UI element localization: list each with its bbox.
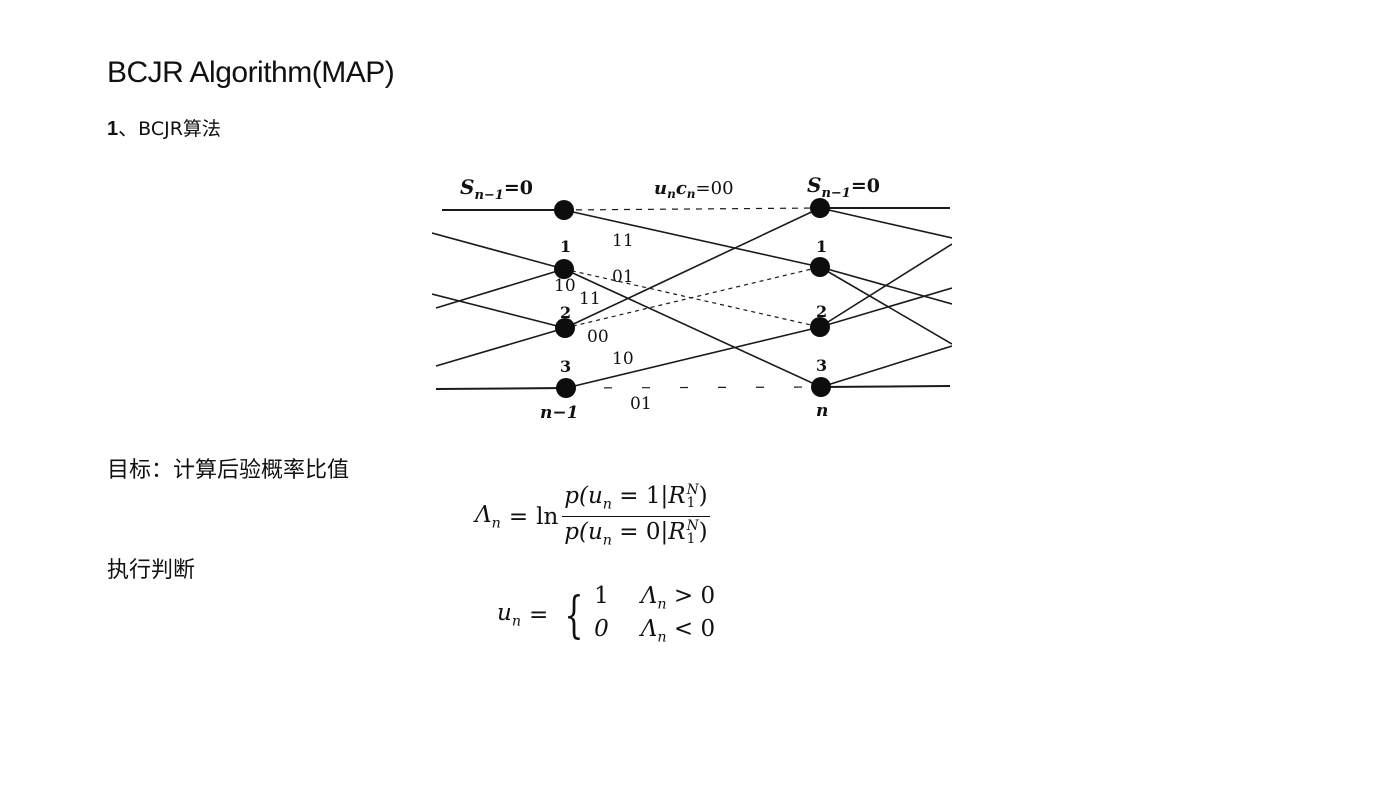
trellis-branch-label-01a: 01 <box>612 267 634 287</box>
decision-brace: { <box>564 585 584 644</box>
trellis-right-time-label: n <box>816 401 828 421</box>
trellis-edge-2-1 <box>564 266 821 329</box>
trellis-node-left-3 <box>556 378 576 398</box>
trellis-node-left-2 <box>555 318 575 338</box>
trellis-edge-0-0 <box>563 207 821 211</box>
trellis-node-left-0 <box>554 200 574 220</box>
decision-eq: = <box>529 601 549 628</box>
section-separator: 、 <box>118 116 139 140</box>
goal-text: 目标：计算后验概率比值 <box>107 458 350 483</box>
case1-value: 1 <box>594 583 609 609</box>
trellis-edge-right-stub-e <box>819 287 952 328</box>
trellis-node-right-1 <box>810 257 830 277</box>
trellis-edge-left-stub-3 <box>435 387 567 390</box>
trellis-edge-3-2 <box>565 326 821 389</box>
trellis-node-right-2 <box>810 317 830 337</box>
slide-title: BCJR Algorithm(MAP) <box>107 56 395 89</box>
trellis-branch-label-11a: 11 <box>612 231 634 251</box>
trellis-node-left-1 <box>554 259 574 279</box>
decision-text: 执行判断 <box>107 558 196 583</box>
trellis-right-state-1: 1 <box>816 237 827 256</box>
trellis-edge-right-stub-d <box>819 243 952 328</box>
case1-condition: Λn > 0 <box>640 583 716 613</box>
trellis-branch-label-11b: 11 <box>579 289 601 309</box>
trellis-edge-2-3 <box>563 268 822 388</box>
section-number: 1 <box>107 118 119 140</box>
trellis-branch-label-00: 00 <box>587 327 609 347</box>
trellis-right-state-3: 3 <box>816 356 827 375</box>
lambda-lhs: Λn <box>475 502 501 532</box>
lambda-ln: ln <box>536 503 559 530</box>
decision-cases: 1 Λn > 0 0 Λn < 0 <box>594 583 715 646</box>
case2-value: 0 <box>594 615 609 642</box>
trellis-branch-label-10a: 10 <box>554 276 576 296</box>
trellis-edge-left-stub-c <box>435 268 565 309</box>
trellis-diagram: Sn−1=0 uncn=00 Sn−1=0 1 2 3 1 2 3 11 01 … <box>432 173 952 423</box>
section-heading: 1、BCJR算法 <box>107 112 221 141</box>
trellis-branch-label-10b: 10 <box>612 349 634 369</box>
trellis-edge-right-stub-c <box>819 266 952 345</box>
trellis-right-state-2: 2 <box>816 302 827 321</box>
trellis-node-right-0 <box>810 198 830 218</box>
case2-condition: Λn < 0 <box>640 615 716 646</box>
trellis-edge-right-stub-f <box>820 345 952 388</box>
trellis-left-state-3: 3 <box>560 357 571 376</box>
trellis-edge-left-stub-b <box>432 293 566 329</box>
trellis-edge-3-3 <box>565 386 822 389</box>
trellis-left-state-2: 2 <box>560 303 571 322</box>
trellis-left-time-label: n−1 <box>540 403 578 423</box>
trellis-edge-right-stub-a <box>819 207 952 239</box>
decision-lhs: un <box>497 599 522 630</box>
decision-formula: un = { 1 Λn > 0 0 Λn < 0 <box>497 583 715 646</box>
trellis-left-header: Sn−1=0 <box>460 175 533 203</box>
trellis-edge-left-stub-a <box>432 232 565 270</box>
trellis-edge-right-stub-3 <box>820 385 951 388</box>
lambda-eq: = <box>508 503 529 530</box>
trellis-node-right-3 <box>811 377 831 397</box>
trellis-edge-0-1 <box>563 209 821 268</box>
section-text: BCJR算法 <box>138 118 221 140</box>
trellis-right-header: Sn−1=0 <box>807 173 880 201</box>
trellis-branch-label-01b: 01 <box>630 394 652 414</box>
trellis-edge-left-stub-d <box>435 327 566 367</box>
trellis-top-label: uncn=00 <box>654 178 734 201</box>
trellis-edge-1-0 <box>564 207 821 329</box>
trellis-left-state-1: 1 <box>560 237 571 256</box>
